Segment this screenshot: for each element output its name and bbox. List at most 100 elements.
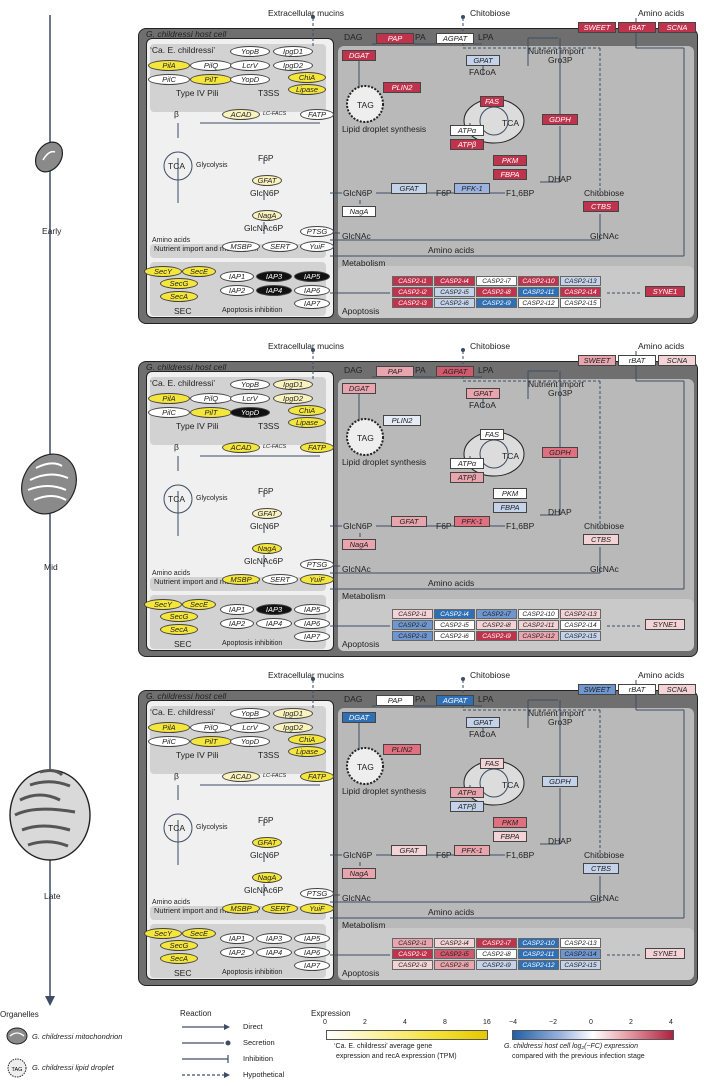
host-gene-agpat: AGPAT <box>436 366 474 377</box>
f16bp-label: F1,6BP <box>506 521 535 531</box>
legend-mito: G. childressi mitochondrion <box>32 1032 123 1041</box>
host-f6p-label: F6P <box>436 850 452 860</box>
gene-ipgd2: IpgD2 <box>273 722 313 733</box>
chitobiose-top-label: Chitobiose <box>470 670 511 680</box>
glycolysis-label: Glycolysis <box>196 824 228 831</box>
tpm-colorbar <box>326 1030 488 1040</box>
stage-label-late: Late <box>44 891 61 901</box>
host-gene-ctbs: CTBS <box>583 863 619 874</box>
gene-yuif: YuiF <box>300 241 334 252</box>
lc-facs-label: LC-FACS <box>263 111 287 117</box>
host-gene-gdph: GDPH <box>542 114 578 125</box>
facoa-label: FACoA <box>469 67 496 77</box>
fc-colorbar <box>512 1030 674 1040</box>
gene-pilq: PilQ <box>190 393 232 404</box>
gene-chia: ChiA <box>288 72 326 83</box>
casp2-cell: CASP2-i4 <box>434 938 475 948</box>
casp2-cell: CASP2-i7 <box>476 276 517 286</box>
gene-iap6: IAP6 <box>294 947 330 958</box>
endosymbiont-title: ‘Ca. E. childressi’ <box>150 707 216 717</box>
pa-label: PA <box>415 694 426 704</box>
endo-glcn6p-label: GlcN6P <box>250 850 280 860</box>
gene-fatp: FATP <box>300 771 334 782</box>
casp2-cell: CASP2-i10 <box>518 276 559 286</box>
gene-naga: NagA <box>252 543 282 554</box>
beta-label: β <box>174 771 179 781</box>
host-gene-fbpa: FBPA <box>493 502 527 513</box>
host-chitobiose-label: Chitobiose <box>584 850 625 860</box>
host-glcnac-left-label: GlcNAc <box>342 231 371 241</box>
colorbar-tick: 2 <box>629 1019 633 1026</box>
apoptosis-label: Apoptosis <box>342 639 380 649</box>
host-gene-atpb: ATPβ <box>450 801 484 812</box>
chitobiose-top-label: Chitobiose <box>470 341 511 351</box>
tpm-label-1: ‘Ca. E. childressi’ average gene <box>334 1043 433 1050</box>
endo-tca-label: TCA <box>168 161 185 171</box>
host-glcnac-label: GlcNAc <box>590 893 619 903</box>
metabolism-label: Metabolism <box>342 591 386 601</box>
sec-label: SEC <box>174 639 192 649</box>
stage-label-early: Early <box>42 226 62 236</box>
endo-f6p-label: F6P <box>258 486 274 496</box>
gene-msbp: MSBP <box>222 574 260 585</box>
host-gene-dgat: DGAT <box>342 712 376 723</box>
gene-pilq: PilQ <box>190 722 232 733</box>
gene-iap3: IAP3 <box>256 604 292 615</box>
tpm-label-2: expression and recA expression (TPM) <box>336 1053 457 1060</box>
gene-ipgd2: IpgD2 <box>273 393 313 404</box>
gene-lipase: Lipase <box>288 417 326 428</box>
casp2-cell: CASP2-i3 <box>392 298 433 308</box>
gene-pilc: PilC <box>148 74 190 85</box>
colorbar-tick: 8 <box>443 1019 447 1026</box>
gene-lcrv: LcrV <box>230 393 270 404</box>
host-gene-naga: NagA <box>342 539 376 550</box>
host-gene-fbpa: FBPA <box>493 831 527 842</box>
gene-msbp: MSBP <box>222 241 260 252</box>
legend-reaction-title: Reaction <box>180 1009 212 1018</box>
legend-reaction-arrows <box>182 1024 231 1078</box>
colorbar-tick: 2 <box>363 1019 367 1026</box>
endosymbiont-title: ‘Ca. E. childressi’ <box>150 378 216 388</box>
host-glcnac-label: GlcNAc <box>590 564 619 574</box>
host-gene-pfk1: PFK-1 <box>454 516 490 527</box>
casp2-cell: CASP2-i14 <box>560 949 601 959</box>
stage-label-mid: Mid <box>44 562 58 572</box>
host-gene-gpat: GPAT <box>466 55 500 66</box>
host-gene-gpat: GPAT <box>466 717 500 728</box>
host-gene-gdph: GDPH <box>542 776 578 787</box>
legend-organelles-title: Organelles <box>0 1010 39 1019</box>
colorbar-tick: 4 <box>669 1019 673 1026</box>
endo-tca-label: TCA <box>168 823 185 833</box>
casp2-cell: CASP2-i5 <box>434 620 475 630</box>
casp2-cell: CASP2-i4 <box>434 276 475 286</box>
amino-acids-top-label: Amino acids <box>638 670 685 680</box>
gene-iap6: IAP6 <box>294 285 330 296</box>
host-gene-agpat: AGPAT <box>436 695 474 706</box>
host-gene-fas: FAS <box>480 429 504 440</box>
legend-direct: Direct <box>243 1022 263 1031</box>
type-iv-pili-label: Type IV Pili <box>176 88 219 98</box>
nutrient-import-host-label: Nutrient import <box>528 708 584 718</box>
host-gene-pfk1: PFK-1 <box>454 845 490 856</box>
facoa-label: FACoA <box>469 729 496 739</box>
host-amino-acids-label: Amino acids <box>428 245 475 255</box>
host-gene-scna: SCNA <box>658 355 696 366</box>
host-gene-atpb: ATPβ <box>450 472 484 483</box>
casp2-cell: CASP2-i9 <box>476 298 517 308</box>
casp2-cell: CASP2-i6 <box>434 960 475 970</box>
beta-label: β <box>174 442 179 452</box>
gene-yopd: YopD <box>230 736 270 747</box>
gene-iap2: IAP2 <box>220 618 254 629</box>
casp2-cell: CASP2-i8 <box>476 620 517 630</box>
f16bp-label: F1,6BP <box>506 188 535 198</box>
t3ss-label: T3SS <box>258 750 280 760</box>
gene-iap5: IAP5 <box>294 933 330 944</box>
gene-yopb: YopB <box>230 46 270 57</box>
gene-iap1: IAP1 <box>220 933 254 944</box>
mid-bacteriocyte-icon <box>21 453 77 515</box>
tag-label: TAG <box>357 762 374 772</box>
extracellular-mucins-label: Extracellular mucins <box>268 341 345 351</box>
nutrient-import-label: Nutrient import and metabolism <box>154 244 259 253</box>
gene-acad: ACAD <box>222 109 260 120</box>
casp2-cell: CASP2-i11 <box>518 949 559 959</box>
